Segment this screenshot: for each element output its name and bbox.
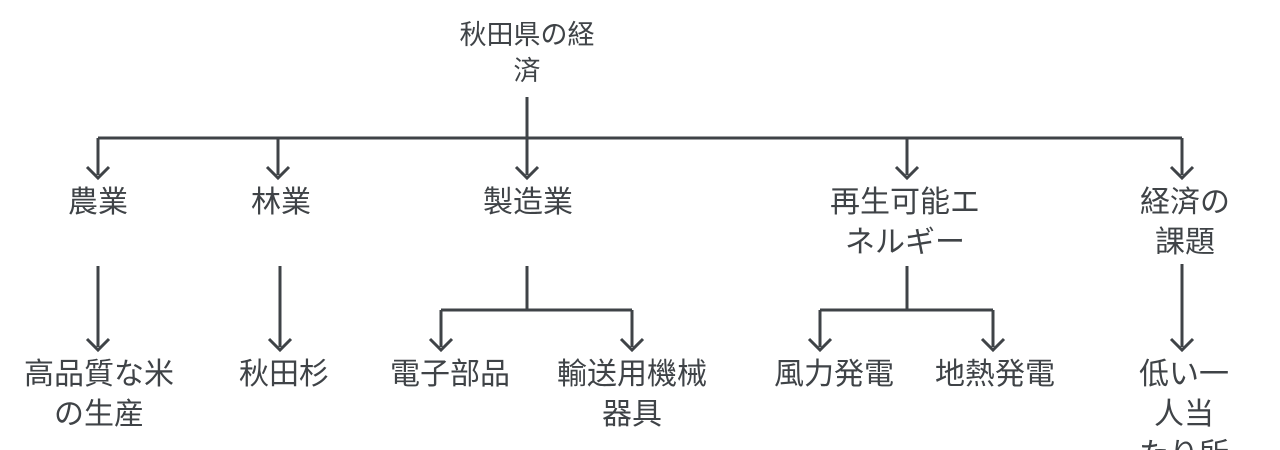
node-rice-production: 高品質な米 の生産 xyxy=(24,358,174,431)
arrow-wind-power xyxy=(807,310,833,353)
node-electronic-components: 電子部品 xyxy=(390,358,510,391)
edge-agriculture-rice xyxy=(85,266,111,353)
arrow-manufacturing xyxy=(514,165,540,181)
node-agriculture: 農業 xyxy=(68,186,128,219)
edge-challenges-income xyxy=(1169,264,1195,353)
arrow-transport-machinery xyxy=(619,310,645,353)
node-economic-challenges: 経済の課題 xyxy=(1140,186,1230,259)
arrow-electronic-components xyxy=(428,310,454,353)
arrow-economic-challenges xyxy=(1169,138,1195,181)
arrow-agriculture xyxy=(85,138,111,181)
node-transport-machinery: 輸送用機械 器具 xyxy=(557,358,707,431)
node-renewable-energy: 再生可能エ ネルギー xyxy=(830,186,980,259)
node-manufacturing: 製造業 xyxy=(483,186,573,219)
arrow-forestry xyxy=(265,138,291,181)
node-low-income: 低い一人当 たり所得 xyxy=(1139,358,1229,450)
node-wind-power: 風力発電 xyxy=(774,358,894,391)
node-akita-cedar: 秋田杉 xyxy=(239,358,329,391)
edge-renewable-split xyxy=(820,266,993,312)
arrow-geothermal-power xyxy=(980,310,1006,353)
node-root: 秋田県の経 済 xyxy=(459,20,595,86)
edge-manufacturing-split xyxy=(441,266,632,312)
edge-forestry-cedar xyxy=(267,266,293,353)
node-forestry: 林業 xyxy=(251,186,311,219)
arrow-renewable-energy xyxy=(894,138,920,181)
node-geothermal-power: 地熱発電 xyxy=(935,358,1055,391)
